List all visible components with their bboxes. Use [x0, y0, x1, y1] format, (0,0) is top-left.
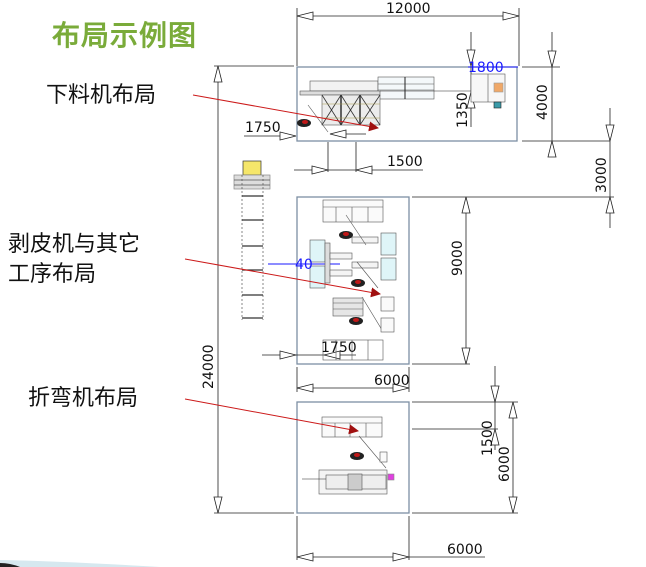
dim-top-width: 12000 [386, 1, 431, 17]
dim-middle-offset: 40 [295, 257, 313, 273]
ladder-conveyor [233, 160, 271, 320]
cell-peeling-outline [296, 196, 410, 365]
dim-bottom-height: 6000 [497, 446, 513, 482]
cell-bending-outline [296, 401, 410, 514]
label-blanking-layout: 下料机布局 [46, 83, 157, 108]
pointer-arrow-peeling [184, 258, 381, 298]
dim-top-machine-width: 1800 [468, 60, 504, 76]
dim-middle-offset-left: 1750 [321, 340, 357, 356]
pointer-arrow-blanking [192, 94, 379, 132]
robot-icons [339, 231, 365, 460]
dim-bottom-offset: 1500 [480, 420, 496, 456]
label-peeling-layout: 剥皮机与其它 工序布局 [8, 230, 140, 290]
dim-gap-vertical: 3000 [594, 157, 610, 193]
page-title: 布局示例图 [52, 19, 198, 52]
dim-top-offset-left: 1750 [245, 120, 281, 136]
dim-middle-height: 9000 [450, 240, 466, 276]
dimension-lines [213, 8, 615, 562]
blanking-machine [297, 73, 506, 133]
pointer-arrow-bending [184, 398, 359, 435]
label-peeling-line2: 工序布局 [8, 262, 97, 287]
dim-bottom-width: 6000 [447, 542, 483, 558]
peeling-machinery [309, 199, 397, 361]
dim-middle-width: 6000 [374, 373, 410, 389]
dimension-texts: 12000 4000 3000 1750 1500 1800 1350 9000… [201, 1, 610, 558]
dim-top-height: 4000 [535, 84, 551, 120]
dim-top-gap: 1500 [387, 154, 423, 170]
decorative-swoosh [0, 560, 160, 567]
dim-total-height: 24000 [201, 344, 217, 389]
cell-blanking-outline [296, 66, 518, 142]
dim-top-machine-height: 1350 [455, 92, 471, 128]
bending-machinery [302, 416, 395, 495]
label-bending-layout: 折弯机布局 [28, 386, 139, 411]
label-peeling-line1: 剥皮机与其它 [8, 232, 141, 257]
